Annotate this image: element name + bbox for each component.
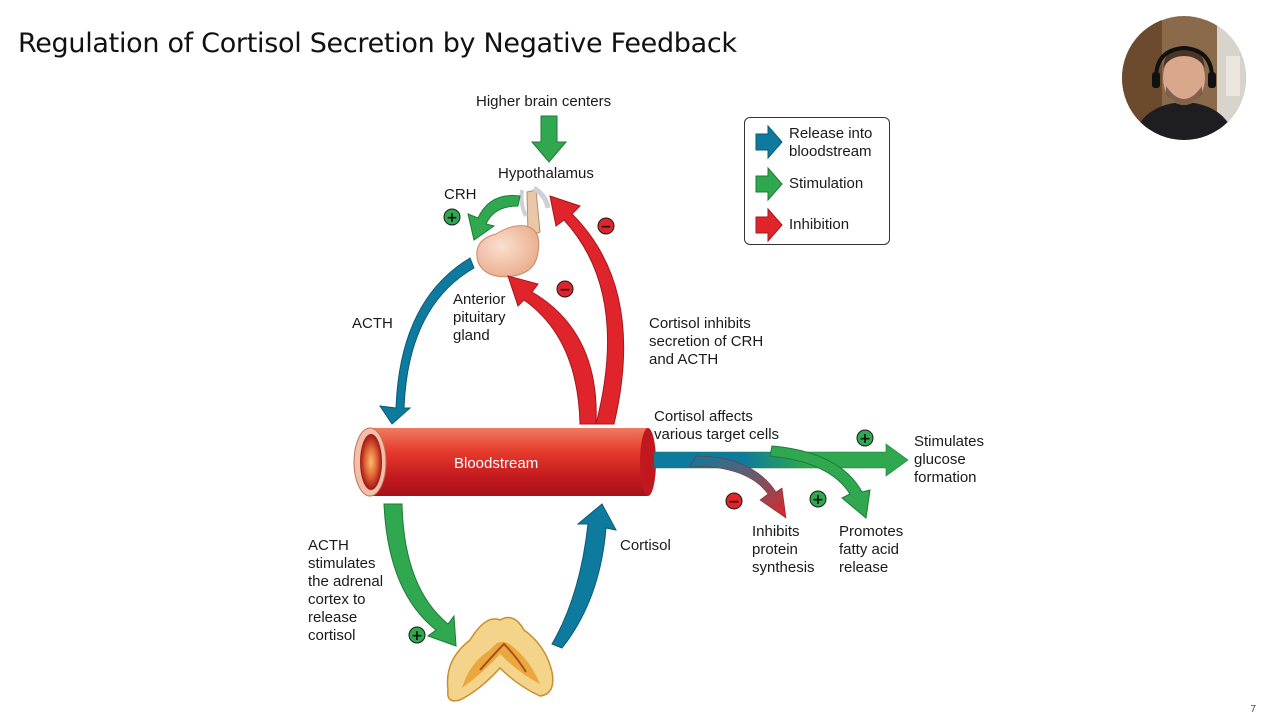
svg-text:+: + <box>812 492 824 508</box>
adrenal-plus-sign: + <box>408 626 426 644</box>
bloodstream-vessel <box>353 427 656 497</box>
crh-label: CRH <box>444 186 477 203</box>
stimulates-glucose-label: Stimulates glucose formation <box>914 433 985 486</box>
crh-plus-sign: + <box>443 208 461 226</box>
cortisol-release-arrow <box>551 503 617 649</box>
pituitary-minus-sign: − <box>556 280 574 298</box>
inhibition-arrow-icon <box>755 207 783 243</box>
legend-stimulation-label: Stimulation <box>789 175 864 192</box>
legend-inhibition-label: Inhibition <box>789 216 850 233</box>
acth-stimulates-adrenal-arrow <box>383 503 457 647</box>
stimulation-arrow-icon <box>755 166 783 202</box>
protein-minus-sign: − <box>725 492 743 510</box>
inhibits-protein-label: Inhibits protein synthesis <box>752 523 815 576</box>
svg-text:−: − <box>728 494 740 510</box>
anterior-pituitary-label: Anterior pituitary gland <box>453 291 506 344</box>
legend: Release into bloodstream Stimulation Inh… <box>744 117 890 245</box>
acth-stimulates-label: ACTH stimulates the adrenal cortex to re… <box>308 537 384 644</box>
page-number: 7 <box>1250 704 1256 715</box>
svg-text:−: − <box>559 282 571 298</box>
hypothalamus-minus-sign: − <box>597 217 615 235</box>
acth-release-arrow <box>378 257 475 425</box>
legend-release-label: Release into bloodstream <box>789 125 873 160</box>
cortisol-inhibits-hypothalamus-arrow <box>549 195 625 425</box>
acth-label: ACTH <box>352 315 393 332</box>
fatty-acid-release-arrow <box>769 445 871 519</box>
promotes-fatty-acid-label: Promotes fatty acid release <box>839 523 904 576</box>
higher-brain-centers-label: Higher brain centers <box>476 93 612 110</box>
slide-title: Regulation of Cortisol Secretion by Nega… <box>18 28 737 59</box>
cortisol-inhibits-pituitary-arrow <box>507 275 597 425</box>
release-arrow-icon <box>755 124 783 160</box>
svg-text:−: − <box>600 219 612 235</box>
protein-synthesis-arrow <box>689 455 787 519</box>
cortisol-affects-label: Cortisol affects various target cells <box>654 408 780 443</box>
cortisol-inhibits-label: Cortisol inhibits secretion of CRH and A… <box>649 315 764 368</box>
cortisol-label: Cortisol <box>620 537 671 554</box>
hypothalamus-label: Hypothalamus <box>498 165 594 182</box>
svg-text:+: + <box>446 210 458 226</box>
glucose-plus-sign: + <box>856 429 874 447</box>
anterior-pituitary-gland <box>476 185 551 278</box>
brain-to-hypothalamus-arrow <box>530 115 568 163</box>
crh-stimulation-arrow <box>467 194 521 241</box>
bloodstream-label: Bloodstream <box>454 455 539 472</box>
adrenal-gland <box>446 616 554 702</box>
fatty-acid-plus-sign: + <box>809 490 827 508</box>
svg-text:+: + <box>859 431 871 447</box>
svg-text:+: + <box>411 628 423 644</box>
